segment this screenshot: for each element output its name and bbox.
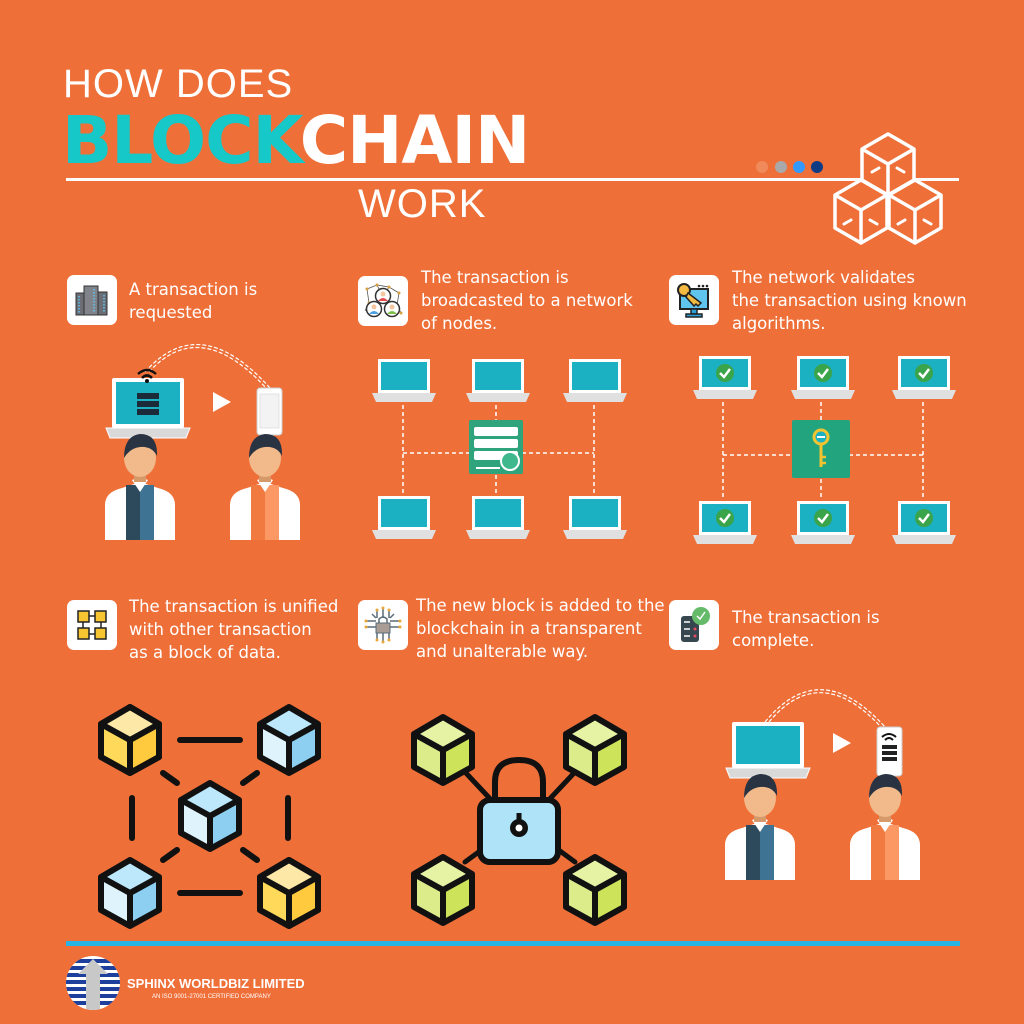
- block-cube: [260, 707, 318, 773]
- person-left-avatar: [725, 774, 795, 880]
- step-4-line-3: as a block of data.: [129, 643, 281, 662]
- block-cube: [260, 860, 318, 926]
- step-6-text: The transaction is complete.: [732, 606, 880, 652]
- step-4-line-1: The transaction is unified: [129, 597, 339, 616]
- block-cube: [566, 717, 624, 783]
- step-1-line-2: requested: [129, 303, 213, 322]
- stacked-cubes-icon: [833, 132, 943, 245]
- step-3-line-3: algorithms.: [732, 314, 826, 333]
- person-right-avatar: [850, 774, 920, 880]
- step-4-text: The transaction is unified with other tr…: [129, 595, 338, 664]
- server-check-icon: [681, 607, 710, 642]
- arrow-right-icon: [213, 392, 231, 412]
- wifi-icon: [137, 368, 157, 379]
- block-cube: [414, 717, 472, 783]
- block-cube: [566, 857, 624, 923]
- office-buildings-icon: [75, 285, 108, 316]
- transaction-request-illustration: [105, 343, 300, 540]
- key-validation-icon: [792, 420, 850, 478]
- step-1-line-1: A transaction is: [129, 280, 258, 299]
- person-right-avatar: [230, 434, 300, 540]
- step-5-line-3: and unalterable way.: [416, 642, 589, 661]
- laptop-icon: [105, 368, 191, 439]
- block-cube: [101, 860, 159, 926]
- transaction-complete-illustration: [725, 689, 920, 880]
- server-search-icon: [469, 420, 523, 474]
- circuit-lock-icon: [364, 606, 402, 644]
- step-6-line-1: The transaction is: [732, 608, 880, 627]
- laptop-icon: [725, 722, 811, 779]
- dot-4: [811, 161, 823, 173]
- arrow-right-icon: [833, 733, 851, 753]
- locked-blockchain-illustration: [405, 712, 635, 927]
- step-2-icon-box: [358, 276, 408, 326]
- header-divider: [66, 178, 959, 181]
- dot-3: [793, 161, 805, 173]
- node-network-illustration: [372, 359, 627, 539]
- step-4-icon-box: [67, 600, 117, 650]
- step-2-line-3: of nodes.: [421, 314, 498, 333]
- footer-divider: [66, 941, 960, 946]
- title-line-2: BLOCKCHAIN: [62, 102, 531, 180]
- laptop-node: [466, 359, 530, 402]
- step-5-icon-box: [358, 600, 408, 650]
- laptop-verified: [693, 356, 757, 399]
- laptop-verified: [892, 501, 956, 544]
- laptop-node: [372, 359, 436, 402]
- title-accent-word: BLOCK: [62, 102, 301, 179]
- block-network-illustration: [95, 703, 325, 933]
- title-rest-word: CHAIN: [299, 102, 531, 179]
- validated-network-illustration: [693, 356, 956, 544]
- company-name: SPHINX WORLDBIZ LIMITED: [127, 976, 305, 991]
- network-of-people-icon: [364, 283, 403, 318]
- step-5-line-1: The new block is added to the: [416, 596, 665, 615]
- step-1-icon-box: [67, 275, 117, 325]
- step-3-text: The network validates the transaction us…: [732, 266, 967, 335]
- step-3-line-2: the transaction using known: [732, 291, 967, 310]
- step-2-line-2: broadcasted to a network: [421, 291, 633, 310]
- signal-arc: [144, 343, 271, 389]
- padlock-icon: [477, 756, 561, 865]
- step-2-text: The transaction is broadcasted to a netw…: [421, 266, 633, 335]
- step-5-text: The new block is added to the blockchain…: [416, 594, 665, 663]
- title-line-3: WORK: [358, 182, 487, 226]
- step-6-line-2: complete.: [732, 631, 815, 650]
- phone-icon: [256, 387, 283, 436]
- laptop-node: [563, 359, 627, 402]
- company-tagline: AN ISO 9001-27001 CERTIFIED COMPANY: [152, 994, 271, 1000]
- step-4-line-2: with other transaction: [129, 620, 312, 639]
- company-logo-icon: [66, 956, 120, 1010]
- title-line-1: HOW DOES: [63, 62, 294, 106]
- laptop-verified: [892, 356, 956, 399]
- key-monitor-icon: [677, 283, 709, 318]
- phone-server-icon: [876, 726, 903, 777]
- laptop-node: [372, 496, 436, 539]
- block-cube: [181, 783, 239, 849]
- step-3-line-1: The network validates: [732, 268, 916, 287]
- step-5-line-2: blockchain in a transparent: [416, 619, 642, 638]
- laptop-verified: [791, 356, 855, 399]
- linked-blocks-icon: [77, 610, 107, 640]
- step-3-icon-box: [669, 275, 719, 325]
- step-6-icon-box: [669, 600, 719, 650]
- block-cube: [101, 707, 159, 773]
- person-left-avatar: [105, 434, 175, 540]
- dot-2: [775, 161, 787, 173]
- step-2-line-1: The transaction is: [421, 268, 569, 287]
- dot-1: [756, 161, 768, 173]
- laptop-node: [466, 496, 530, 539]
- block-cube: [414, 857, 472, 923]
- laptop-verified: [693, 501, 757, 544]
- step-1-text: A transaction is requested: [129, 278, 257, 324]
- laptop-node: [563, 496, 627, 539]
- laptop-verified: [791, 501, 855, 544]
